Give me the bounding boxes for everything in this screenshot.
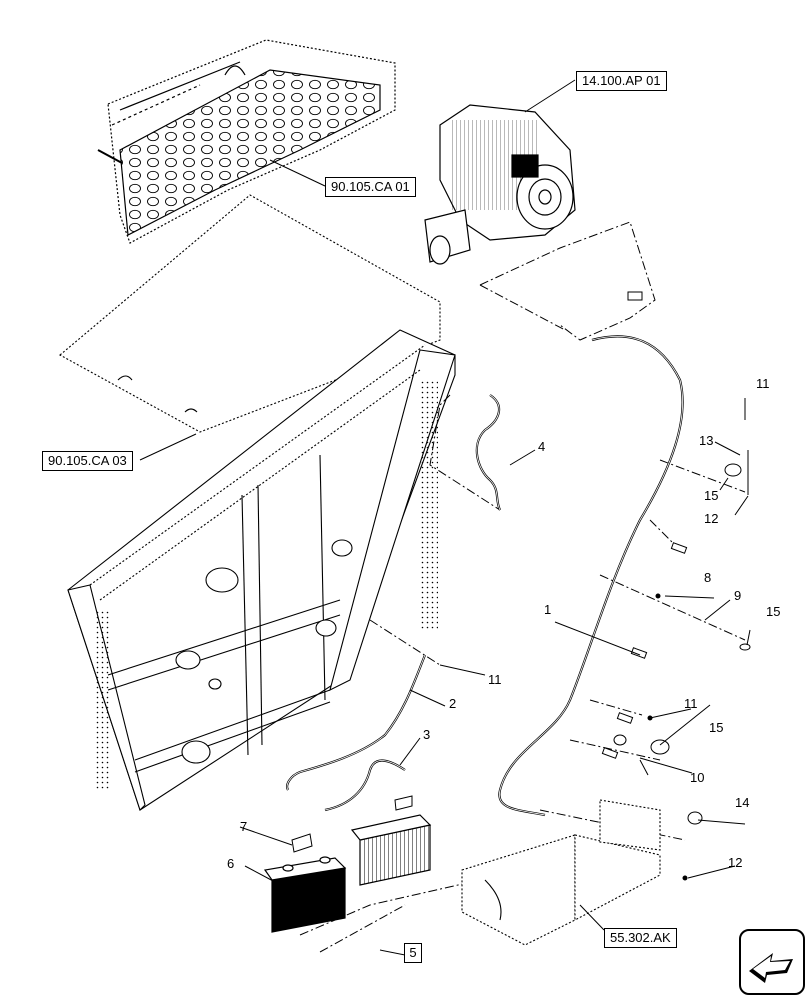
callout-1: 1	[544, 602, 552, 617]
battery-strap-7	[291, 795, 413, 853]
callout-12-top: 12	[704, 511, 719, 526]
callout-6: 6	[227, 856, 235, 871]
callout-leaders	[139, 79, 751, 956]
callout-13: 13	[699, 433, 714, 448]
main-frame	[67, 329, 456, 812]
callout-14: 14	[735, 795, 750, 810]
callout-2: 2	[449, 696, 457, 711]
next-page-arrow-icon[interactable]	[739, 929, 805, 995]
battery-tray	[461, 799, 661, 946]
hardware-items	[601, 291, 751, 881]
cable-2	[286, 654, 427, 791]
upper-perforated-shield	[97, 39, 396, 244]
cable-3	[324, 759, 406, 812]
ref-lower-panel[interactable]: 90.105.CA 03	[42, 451, 133, 471]
callout-11-right: 11	[684, 696, 698, 711]
callout-15-top: 15	[704, 488, 719, 503]
ref-upper-shield[interactable]: 90.105.CA 01	[325, 177, 416, 197]
ref-transmission[interactable]: 14.100.AP 01	[576, 71, 667, 91]
callout-4: 4	[538, 439, 546, 454]
callout-7: 7	[240, 819, 248, 834]
callout-9: 9	[734, 588, 742, 603]
callout-12-bottom: 12	[728, 855, 743, 870]
callout-10: 10	[690, 770, 705, 785]
callout-15-right: 15	[709, 720, 724, 735]
callout-3: 3	[423, 727, 431, 742]
callout-5-box: 5	[404, 943, 422, 963]
callout-11-mid: 11	[488, 672, 502, 687]
ref-battery-tray[interactable]: 55.302.AK	[604, 928, 677, 948]
battery-left	[263, 856, 347, 933]
transmission-assembly	[424, 104, 576, 265]
cable-4	[475, 394, 502, 511]
callout-15-mid: 15	[766, 604, 781, 619]
callout-11-top: 11	[756, 376, 770, 391]
battery-right	[350, 814, 432, 886]
callout-8: 8	[704, 570, 712, 585]
cable-1	[498, 335, 684, 817]
